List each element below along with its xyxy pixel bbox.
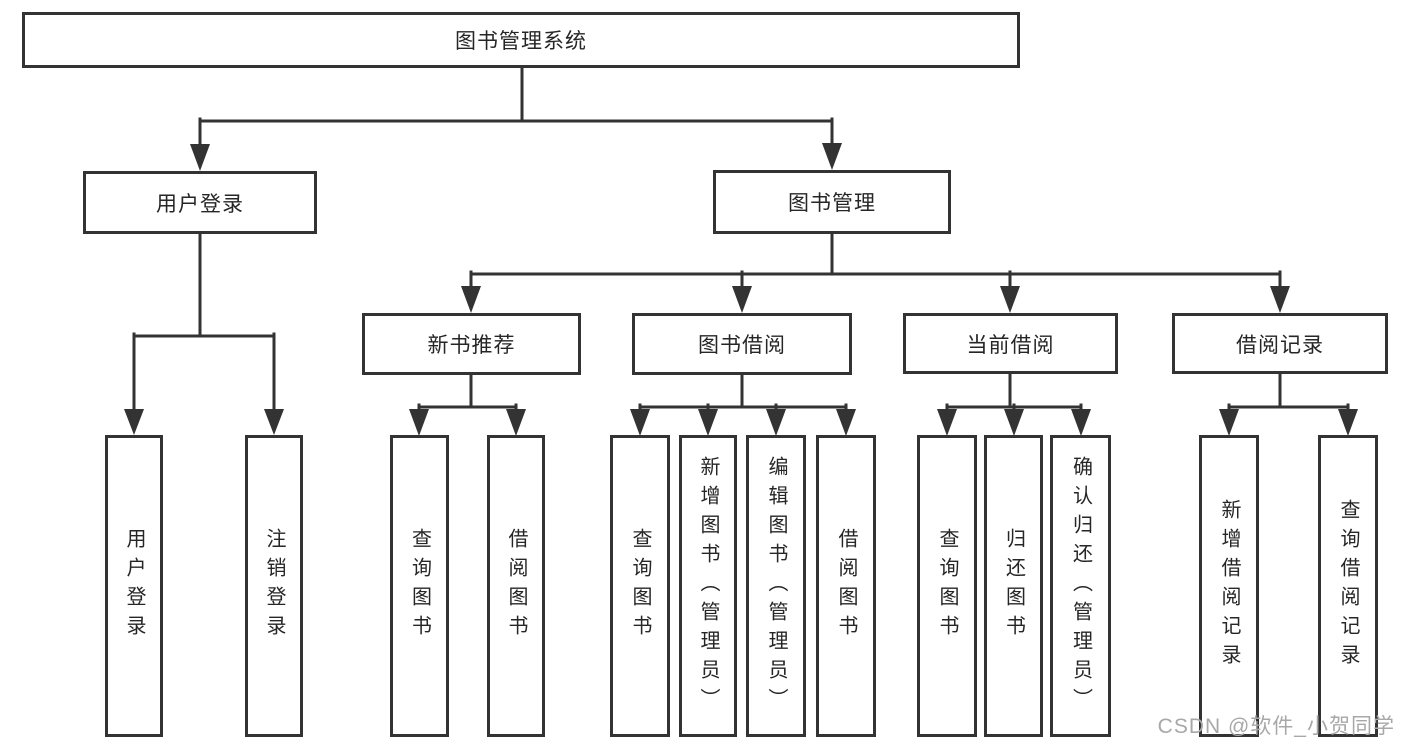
node-current-borrowing: 当前借阅 xyxy=(903,313,1118,374)
node-label: 当前借阅 xyxy=(966,333,1055,357)
leaf-return-books: 归还图书 xyxy=(984,435,1043,737)
node-label: 新书推荐 xyxy=(427,334,516,357)
leaf-borrow-books-recommend: 借阅图书 xyxy=(487,435,545,737)
node-label: 图书管理 xyxy=(788,192,876,215)
leaf-label: 确认归还（管理员） xyxy=(1069,455,1092,717)
node-user-login: 用户登录 xyxy=(83,171,317,234)
csdn-watermark: CSDN @软件_小贺同学 xyxy=(1157,715,1395,738)
leaf-label: 注销登录 xyxy=(263,528,285,644)
node-book-management: 图书管理 xyxy=(713,170,951,234)
leaf-confirm-return-admin: 确认归还（管理员） xyxy=(1050,435,1111,737)
leaf-label: 查询图书 xyxy=(408,528,431,644)
leaf-borrow-books: 借阅图书 xyxy=(816,435,876,737)
node-library-management-system: 图书管理系统 xyxy=(22,12,1020,68)
node-borrowing-records: 借阅记录 xyxy=(1172,313,1388,374)
leaf-logout: 注销登录 xyxy=(245,435,303,737)
leaf-add-books-admin: 新增图书（管理员） xyxy=(679,435,737,737)
node-book-borrowing: 图书借阅 xyxy=(632,313,852,375)
leaf-label: 新增图书（管理员） xyxy=(697,455,719,717)
leaf-query-books-current: 查询图书 xyxy=(917,435,977,737)
node-label: 用户登录 xyxy=(156,192,244,216)
leaf-user-login: 用户登录 xyxy=(105,435,163,737)
leaf-label: 查询图书 xyxy=(629,528,651,644)
leaf-label: 新增借阅记录 xyxy=(1218,499,1240,673)
leaf-label: 编辑图书（管理员） xyxy=(765,455,787,717)
leaf-add-borrow-record: 新增借阅记录 xyxy=(1199,435,1259,737)
leaf-label: 查询借阅记录 xyxy=(1337,499,1359,673)
node-label: 图书借阅 xyxy=(698,334,786,357)
node-label: 借阅记录 xyxy=(1236,333,1324,357)
leaf-label: 归还图书 xyxy=(1002,528,1025,644)
leaf-label: 用户登录 xyxy=(123,528,145,644)
leaf-label: 借阅图书 xyxy=(835,528,857,644)
node-new-book-recommendation: 新书推荐 xyxy=(362,313,581,375)
leaf-query-books-borrow: 查询图书 xyxy=(610,435,670,737)
leaf-label: 查询图书 xyxy=(936,528,958,644)
leaf-label: 借阅图书 xyxy=(505,528,527,644)
leaf-query-books-recommend: 查询图书 xyxy=(390,435,449,737)
node-label: 图书管理系统 xyxy=(455,30,587,53)
leaf-query-borrow-record: 查询借阅记录 xyxy=(1318,435,1378,737)
leaf-edit-books-admin: 编辑图书（管理员） xyxy=(746,435,806,737)
